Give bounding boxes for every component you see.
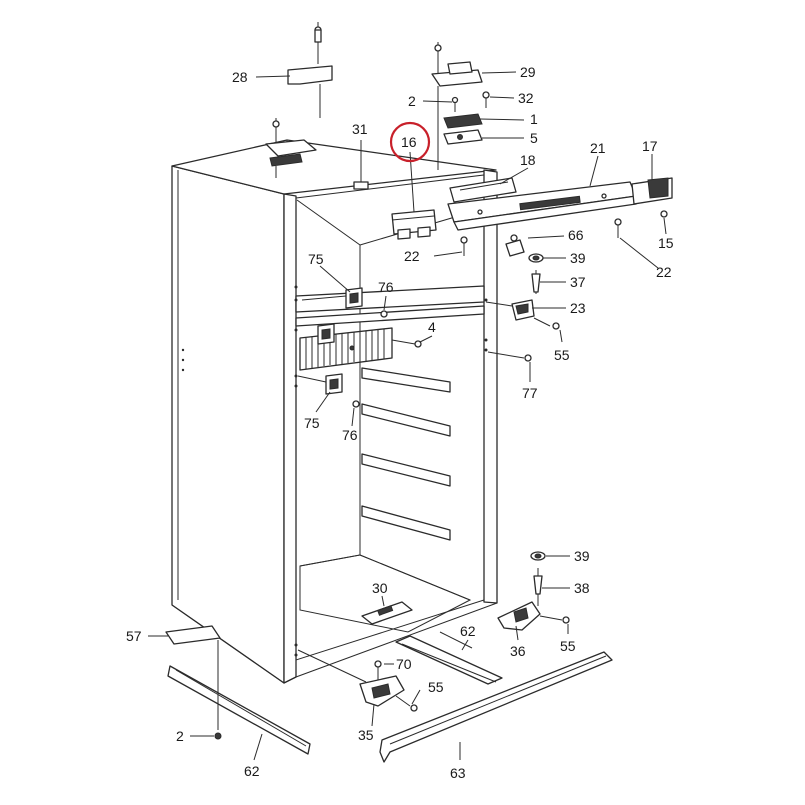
callout-66: 66 <box>568 227 584 243</box>
callout-4: 4 <box>428 319 436 335</box>
floor-badge <box>361 601 413 625</box>
callout-22-right: 22 <box>656 264 672 280</box>
callout-55-bottom-left: 55 <box>428 679 444 695</box>
bottom-rails <box>165 625 613 763</box>
callout-37: 37 <box>570 274 586 290</box>
callout-77: 77 <box>522 385 538 401</box>
evaporator-grille <box>299 327 393 371</box>
callout-31: 31 <box>352 121 368 137</box>
divider-clips <box>297 287 422 408</box>
callout-2-bottom: 2 <box>176 728 184 744</box>
cabinet-body <box>171 139 498 684</box>
callout-2-top: 2 <box>408 93 416 109</box>
callout-75-bottom: 75 <box>304 415 320 431</box>
top-right-hinge <box>431 42 490 170</box>
top-trim-parts <box>353 140 673 257</box>
callout-75-top: 75 <box>308 251 324 267</box>
callout-55-bottom-right: 55 <box>560 638 576 654</box>
callout-28: 28 <box>232 69 248 85</box>
callout-55-middle: 55 <box>554 347 570 363</box>
top-left-hinge <box>265 22 333 178</box>
callout-39-bottom: 39 <box>574 548 590 564</box>
callout-22-left: 22 <box>404 248 420 264</box>
bottom-right-hinge <box>497 551 570 631</box>
callout-62-bottom: 62 <box>244 763 260 779</box>
callout-16: 16 <box>401 134 417 150</box>
callout-1: 1 <box>530 111 538 127</box>
callout-18: 18 <box>520 152 536 168</box>
callout-21: 21 <box>590 140 606 156</box>
callout-15: 15 <box>658 235 674 251</box>
leader-lines <box>148 71 667 761</box>
callout-23: 23 <box>570 300 586 316</box>
callout-29: 29 <box>520 64 536 80</box>
callout-70: 70 <box>396 656 412 672</box>
callout-63: 63 <box>450 765 466 781</box>
highlight-circle <box>389 121 431 163</box>
callout-35: 35 <box>358 727 374 743</box>
middle-hinge-parts <box>485 253 560 362</box>
callout-39-top: 39 <box>570 250 586 266</box>
callout-57: 57 <box>126 628 142 644</box>
callout-30: 30 <box>372 580 388 596</box>
callout-76-top: 76 <box>378 279 394 295</box>
callout-5: 5 <box>530 130 538 146</box>
part-16-bracket <box>391 209 437 240</box>
callout-32: 32 <box>518 90 534 106</box>
callout-38: 38 <box>574 580 590 596</box>
callout-76-bottom: 76 <box>342 427 358 443</box>
callout-36: 36 <box>510 643 526 659</box>
callout-62-middle: 62 <box>460 623 476 639</box>
bottom-left-hinge <box>297 649 418 712</box>
callout-labels: 28 29 2 32 1 5 31 16 18 21 17 15 22 66 2… <box>126 64 674 781</box>
callout-17: 17 <box>642 138 658 154</box>
shelf-rails <box>361 367 451 541</box>
